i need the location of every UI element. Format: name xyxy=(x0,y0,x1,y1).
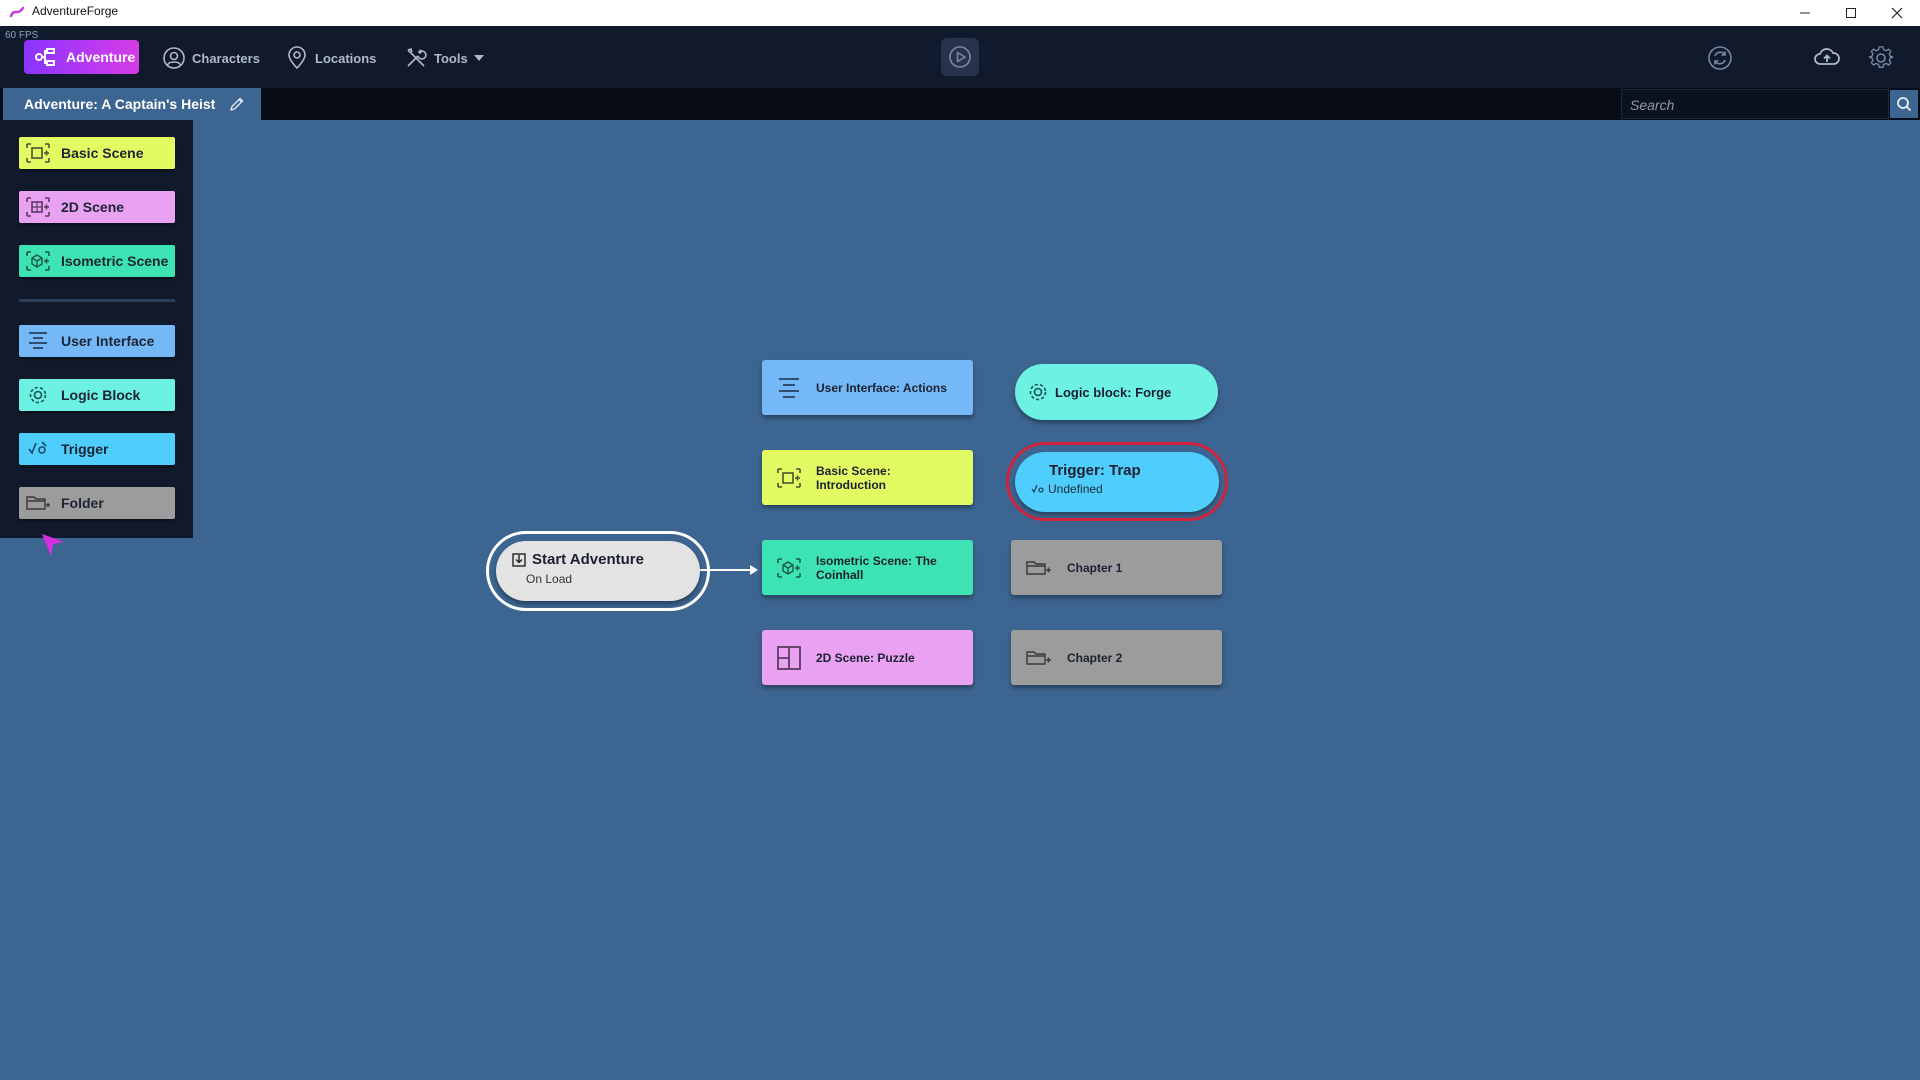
sync-button[interactable] xyxy=(1707,45,1733,71)
palette-isometric-scene[interactable]: Isometric Scene xyxy=(19,245,175,277)
palette-item-label: Basic Scene xyxy=(61,145,144,161)
node-label: Chapter 2 xyxy=(1067,650,1123,665)
maximize-button[interactable] xyxy=(1828,0,1874,26)
window-title: AdventureForge xyxy=(32,4,119,18)
close-icon xyxy=(1891,7,1903,19)
adventure-tab-title: Adventure: A Captain's Heist xyxy=(24,96,216,112)
folder-icon xyxy=(26,496,50,510)
close-window-button[interactable] xyxy=(1874,0,1920,26)
palette-item-label: Trigger xyxy=(61,441,109,457)
node-label: Logic block: Forge xyxy=(1055,384,1172,400)
selection-outline xyxy=(1006,442,1228,521)
basic-scene-icon xyxy=(777,467,801,488)
2d-scene-icon xyxy=(777,645,801,670)
settings-button[interactable] xyxy=(1868,45,1894,71)
node-2d-scene-puzzle[interactable]: 2D Scene: Puzzle xyxy=(762,630,973,685)
palette-folder[interactable]: Folder xyxy=(19,487,175,519)
fps-counter: 60 FPS xyxy=(5,30,39,41)
search-button[interactable] xyxy=(1890,90,1918,118)
palette-item-label: Folder xyxy=(61,495,104,511)
nav-tools-label: Tools xyxy=(434,50,468,66)
node-label: Basic Scene: Introduction xyxy=(816,463,891,492)
location-pin-icon xyxy=(288,46,306,70)
node-label: Isometric Scene: The Coinhall xyxy=(816,553,937,582)
gear-icon xyxy=(1868,46,1894,68)
search-input[interactable] xyxy=(1628,93,1882,117)
nav-tools-dropdown[interactable]: Tools xyxy=(404,43,484,73)
isometric-scene-icon xyxy=(777,557,801,578)
node-folder-chapter-1[interactable]: Chapter 1 xyxy=(1011,540,1222,595)
nav-locations-button[interactable]: Locations xyxy=(285,43,376,73)
adventure-tab[interactable]: Adventure: A Captain's Heist xyxy=(3,88,261,120)
cloud-upload-icon xyxy=(1814,48,1840,65)
play-button[interactable] xyxy=(941,38,979,76)
document-tab-bar xyxy=(0,88,1920,120)
gear-icon xyxy=(29,386,47,404)
tools-icon xyxy=(407,47,427,67)
trigger-icon xyxy=(28,441,47,455)
palette-2d-scene[interactable]: 2D Scene xyxy=(19,191,175,223)
nav-characters-button[interactable]: Characters xyxy=(162,43,260,73)
nav-adventure-button[interactable]: Adventure xyxy=(24,40,139,74)
palette-user-interface[interactable]: User Interface xyxy=(19,325,175,357)
maximize-icon xyxy=(1846,8,1856,18)
node-label: 2D Scene: Puzzle xyxy=(816,650,915,665)
app-logo-icon xyxy=(9,4,25,20)
palette-divider xyxy=(19,299,175,302)
start-node-subtitle: On Load xyxy=(526,572,573,586)
download-icon xyxy=(512,552,526,567)
palette-item-label: Logic Block xyxy=(61,387,141,403)
folder-icon xyxy=(1026,650,1051,665)
2d-scene-icon xyxy=(26,197,50,217)
node-label: User Interface: Actions xyxy=(816,380,947,395)
start-node-title: Start Adventure xyxy=(532,551,644,568)
play-icon xyxy=(949,46,971,68)
pencil-edit-icon[interactable] xyxy=(229,96,245,112)
palette-item-label: User Interface xyxy=(61,333,155,349)
chevron-down-icon xyxy=(473,55,484,61)
start-adventure-node[interactable]: Start Adventure On Load xyxy=(496,541,700,601)
gear-icon xyxy=(1029,383,1047,401)
node-trigger-subtitle: Undefined xyxy=(1048,482,1103,496)
node-logic-block-forge[interactable]: Logic block: Forge xyxy=(1015,364,1218,420)
node-user-interface-actions[interactable]: User Interface: Actions xyxy=(762,360,973,415)
cloud-upload-button[interactable] xyxy=(1813,45,1841,69)
node-label: Chapter 1 xyxy=(1067,560,1123,575)
palette-item-label: 2D Scene xyxy=(61,199,125,215)
start-node-outline xyxy=(486,531,710,611)
sync-icon xyxy=(1708,46,1732,70)
node-isometric-scene-coinhall[interactable]: Isometric Scene: The Coinhall xyxy=(762,540,973,595)
palette-trigger[interactable]: Trigger xyxy=(19,433,175,465)
minimize-button[interactable] xyxy=(1782,0,1828,26)
flow-graph-icon xyxy=(35,48,55,66)
nav-locations-label: Locations xyxy=(315,50,377,66)
person-icon xyxy=(163,47,185,69)
basic-scene-icon xyxy=(26,143,50,163)
user-interface-icon xyxy=(779,377,799,398)
node-trigger-title: Trigger: Trap xyxy=(1049,462,1141,479)
palette-item-label: Isometric Scene xyxy=(61,253,169,269)
palette-basic-scene[interactable]: Basic Scene xyxy=(19,137,175,169)
user-interface-icon xyxy=(29,332,47,349)
minimize-icon xyxy=(1800,12,1810,14)
folder-icon xyxy=(1026,560,1051,575)
nav-characters-label: Characters xyxy=(192,50,260,66)
node-folder-chapter-2[interactable]: Chapter 2 xyxy=(1011,630,1222,685)
search-icon xyxy=(1897,97,1912,112)
nav-adventure-label: Adventure xyxy=(66,49,136,65)
mouse-cursor-icon xyxy=(40,532,68,560)
palette-logic-block[interactable]: Logic Block xyxy=(19,379,175,411)
node-trigger-trap[interactable]: Trigger: Trap Undefined xyxy=(1015,452,1219,512)
window-title-bar xyxy=(0,0,1920,26)
trigger-icon xyxy=(1031,484,1044,494)
isometric-scene-icon xyxy=(26,251,50,271)
node-basic-scene-introduction[interactable]: Basic Scene: Introduction xyxy=(762,450,973,505)
